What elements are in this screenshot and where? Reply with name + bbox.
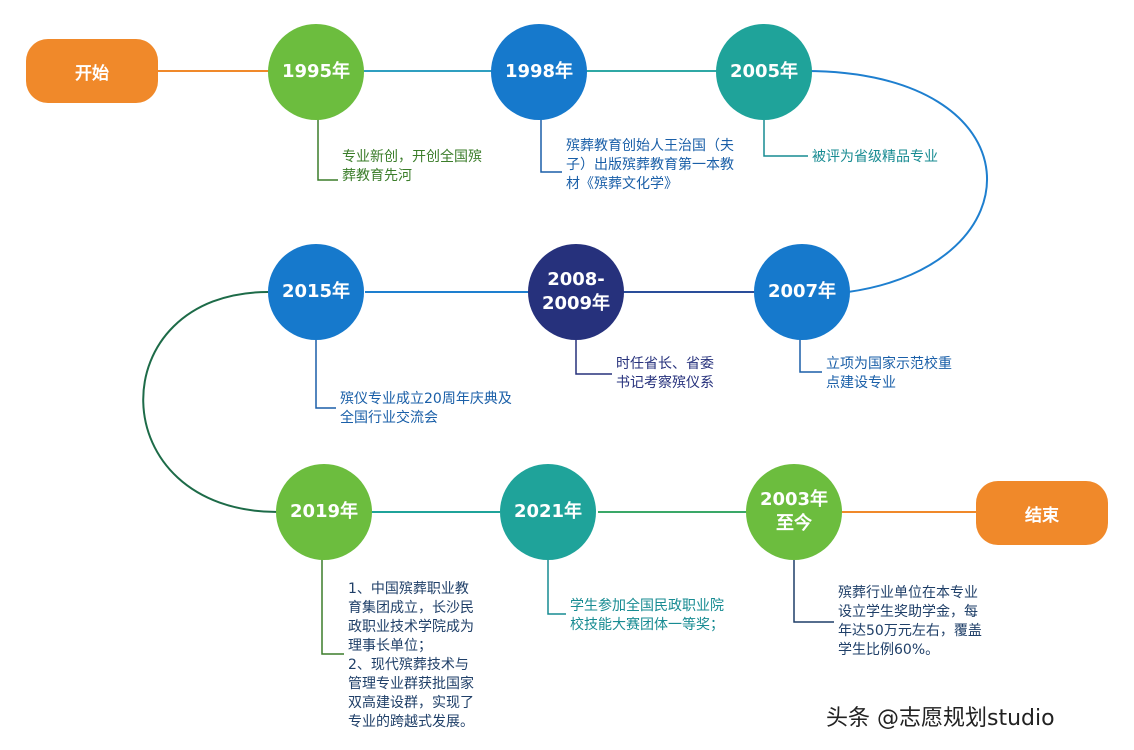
node-1995: 1995年 bbox=[268, 24, 364, 120]
node-2019: 2019年 bbox=[276, 464, 372, 560]
note-1998: 殡葬教育创始人王治国（夫 子）出版殡葬教育第一本教 材《殡葬文化学》 bbox=[566, 138, 734, 192]
watermark-text: 头条 @志愿规划studio bbox=[826, 706, 1055, 731]
node-2008-2009: 2008- 2009年 bbox=[528, 244, 624, 340]
note-2007: 立项为国家示范校重 点建设专业 bbox=[826, 356, 952, 391]
note-2008-2009: 时任省长、省委 书记考察殡仪系 bbox=[616, 356, 714, 391]
note-2005: 被评为省级精品专业 bbox=[812, 149, 938, 165]
node-2015: 2015年 bbox=[268, 244, 364, 340]
node-2021: 2021年 bbox=[500, 464, 596, 560]
note-2015: 殡仪专业成立20周年庆典及 全国行业交流会 bbox=[340, 391, 512, 426]
node-2003-present: 2003年 至今 bbox=[746, 464, 842, 560]
node-2007: 2007年 bbox=[754, 244, 850, 340]
note-2019: 1、中国殡葬职业教 育集团成立，长沙民 政职业技术学院成为 理事长单位； 2、现… bbox=[348, 581, 474, 730]
note-2003-present: 殡葬行业单位在本专业 设立学生奖助学金，每 年达50万元左右，覆盖 学生比例60… bbox=[838, 585, 982, 658]
node-2005: 2005年 bbox=[716, 24, 812, 120]
start-pill: 开始 bbox=[26, 39, 158, 103]
note-1995: 专业新创，开创全国殡 葬教育先河 bbox=[342, 149, 482, 184]
note-2021: 学生参加全国民政职业院 校技能大赛团体一等奖； bbox=[570, 598, 724, 633]
node-1998: 1998年 bbox=[491, 24, 587, 120]
end-pill: 结束 bbox=[976, 481, 1108, 545]
